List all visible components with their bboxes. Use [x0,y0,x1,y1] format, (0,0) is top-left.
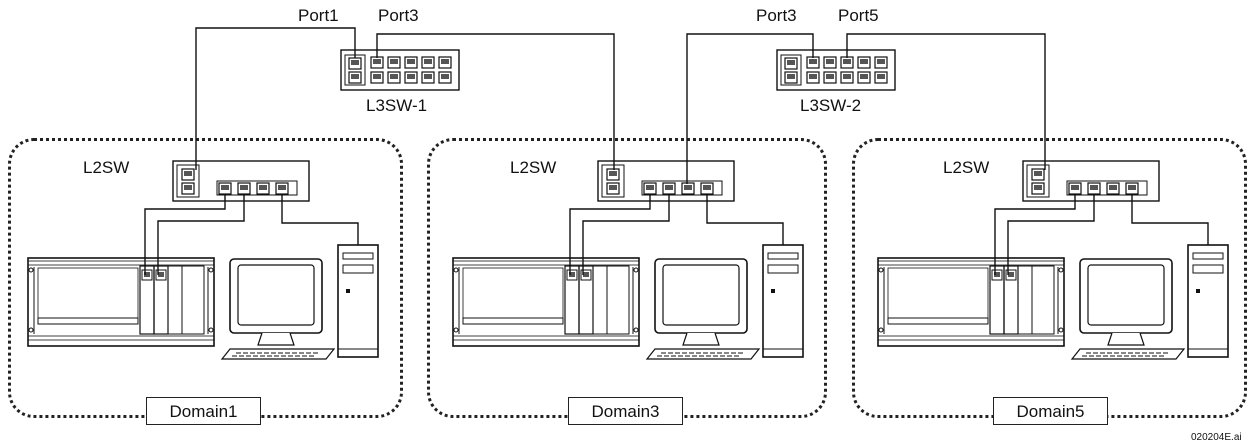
domain3-label: Domain3 [568,397,683,425]
domain3-switch-label: L2SW [510,158,557,177]
l3sw-2-device [777,50,895,90]
domain5-devices [878,161,1228,359]
l3sw-2-port5-label: Port5 [838,6,879,25]
l3sw-2-name: L3SW-2 [800,96,862,115]
domain1-label: Domain1 [146,397,261,425]
domain1-switch-label: L2SW [83,158,130,177]
cable-l3sw2-port5-domain5 [846,33,1046,170]
l3sw-1-port1-label: Port1 [298,6,339,25]
domain5-switch-label: L2SW [943,158,990,177]
cable-l3sw2-port3-domain3 [686,33,814,184]
l3sw-1-device [341,50,459,90]
l3sw-1-name: L3SW-1 [366,96,428,115]
domain3-devices [453,161,803,359]
cable-l3sw1-port3-domain3 [376,33,615,170]
l3sw-2-port3-label: Port3 [756,6,797,25]
domain1-devices [28,161,378,359]
cable-l3sw1-port1-domain1 [195,27,356,170]
domain5-label: Domain5 [993,397,1108,425]
file-reference: 020204E.ai [1191,432,1242,443]
l3sw-1-port3-label: Port3 [378,6,419,25]
